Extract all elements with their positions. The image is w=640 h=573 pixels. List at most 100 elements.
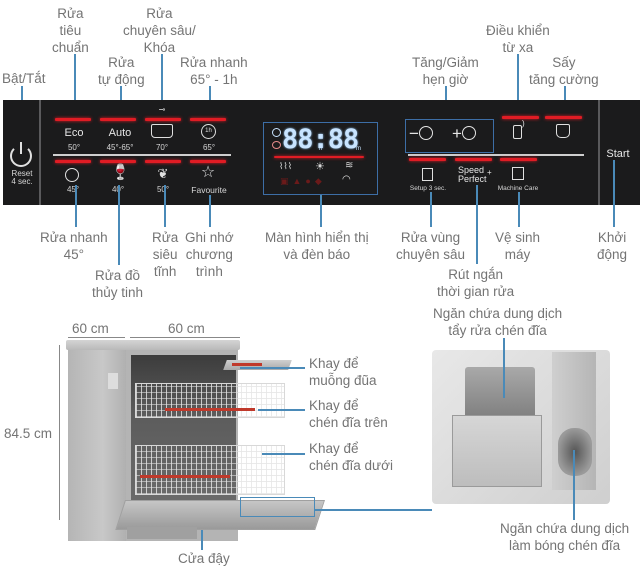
upper-rack-callout-line xyxy=(258,409,305,411)
detergent-compartment-marker xyxy=(240,497,315,517)
setup-label: Rửa vùng chuyên sâu xyxy=(396,230,466,262)
speed-perfect-plus: + xyxy=(487,168,492,177)
setup-callout-line xyxy=(430,192,432,227)
timer-minus-button[interactable]: − xyxy=(409,124,433,144)
wifi-icon: ◠ xyxy=(342,174,351,185)
favourite-callout-line xyxy=(209,195,211,227)
extra-dry-label: Sấy tăng cường xyxy=(529,55,599,87)
program-auto-button[interactable]: Auto xyxy=(108,127,132,139)
lcd-progress-bar xyxy=(274,156,364,158)
glass-callout-line xyxy=(118,185,120,265)
display-label: Màn hình hiển thị và đèn báo xyxy=(265,230,369,262)
key-lock-icon: ⊸ xyxy=(158,105,166,114)
dishwasher-base xyxy=(127,527,197,539)
led-1h xyxy=(190,118,226,121)
machine-care-label: Vệ sinh máy xyxy=(495,230,541,262)
power-icon-stem xyxy=(20,142,22,154)
upper-rack-label: Khay để chén đĩa trên xyxy=(309,398,388,430)
led-speed-perfect xyxy=(455,158,492,161)
silence-icon[interactable]: ❦ xyxy=(157,166,169,181)
panel-divider-left xyxy=(39,100,41,205)
lcd-m-unit: m xyxy=(356,146,361,152)
side-label-sticker xyxy=(108,373,118,389)
star-icon[interactable]: ☆ xyxy=(200,164,216,181)
lower-rack-callout-line xyxy=(262,453,305,455)
intensive-pot-icon[interactable] xyxy=(151,124,173,138)
height-arrow xyxy=(59,345,60,520)
height-dimension: 84.5 cm xyxy=(4,426,53,441)
auto-label: Rửa tự động xyxy=(98,55,145,87)
upper-rack-red-strip xyxy=(165,408,255,411)
clock-icon xyxy=(418,126,433,140)
cutlery-tray-label: Khay để muỗng đũa xyxy=(309,356,377,388)
glass-label: Rửa đồ thủy tinh xyxy=(92,268,144,300)
dishwasher-top xyxy=(66,340,240,350)
speed-perfect-button[interactable]: Speed Perfect xyxy=(458,165,487,184)
stopwatch-1h-icon[interactable]: 1h xyxy=(201,124,216,139)
led-auto xyxy=(100,118,136,121)
led-favourite xyxy=(190,160,226,163)
quick45-callout-line xyxy=(75,185,77,227)
panel-white-divider-left xyxy=(53,154,231,156)
machine-care-icon[interactable] xyxy=(512,167,524,180)
width-dimension: 60 cm xyxy=(168,321,205,336)
silence-label: Rửa siêu tĩnh xyxy=(152,230,179,279)
depth-arrow xyxy=(68,337,125,338)
status-icons-red: ▣▲●◆ xyxy=(280,176,326,186)
silence-callout-line xyxy=(164,185,166,227)
depth-dimension: 60 cm xyxy=(72,321,109,336)
setup-text: Setup 3 sec. xyxy=(409,185,447,192)
lcd-digits: 88:88 xyxy=(282,124,359,155)
door-label: Cửa đậy xyxy=(178,551,230,566)
timer-plus-button[interactable]: + xyxy=(452,124,476,144)
quick-wash-icon[interactable] xyxy=(65,168,79,182)
program-eco-button[interactable]: Eco xyxy=(64,127,84,139)
timer-button-group xyxy=(405,119,494,153)
machine-care-callout-line xyxy=(518,192,520,227)
panel-white-divider-right xyxy=(408,154,584,156)
start-label: Khởi động xyxy=(597,230,628,262)
program-glass-temp: 40° xyxy=(105,185,131,194)
quick-1h-label: Rửa nhanh 65° - 1h xyxy=(180,55,248,87)
led-silence xyxy=(145,160,181,163)
led-extra-dry xyxy=(545,116,582,119)
detergent-cup xyxy=(465,367,535,422)
clock-icon xyxy=(461,126,476,140)
rinse-aid-icon xyxy=(272,141,281,149)
led-glass xyxy=(100,160,136,163)
program-intensive-temp: 70° xyxy=(155,143,169,152)
led-remote xyxy=(502,116,539,119)
led-quick45 xyxy=(55,160,91,163)
intensive-callout-line xyxy=(161,54,163,126)
compartment-callout-line xyxy=(315,509,432,511)
rinse-aid-label: Ngăn chứa dung dịch làm bóng chén đĩa xyxy=(500,521,630,553)
lcd-h-unit: h xyxy=(319,146,323,152)
upper-rack xyxy=(135,383,285,418)
rinse-aid-callout-line xyxy=(573,450,575,520)
led-intensive xyxy=(145,118,181,121)
remote-callout-line xyxy=(517,54,519,122)
remote-phone-icon[interactable] xyxy=(513,125,522,139)
start-button[interactable]: Start xyxy=(606,148,630,160)
program-auto-temp: 45°-65° xyxy=(106,143,134,152)
extra-dry-icon[interactable] xyxy=(556,124,570,138)
program-eco-temp: 50° xyxy=(67,143,81,152)
detergent-top-label: Ngăn chứa dung dịch tẩy rửa chén đĩa xyxy=(433,306,563,338)
power-button[interactable] xyxy=(10,145,32,167)
speed-perfect-label: Rút ngắn thời gian rửa xyxy=(437,267,515,299)
favourite-label: Ghi nhớ chương trình xyxy=(185,230,234,279)
quick45-label: Rửa nhanh 45° xyxy=(40,230,108,262)
salt-indicator-icon: ⌇⌇⌇ xyxy=(279,161,293,171)
steam-dry-icon: ≋ xyxy=(345,160,354,171)
cutlery-callout-line xyxy=(240,367,305,369)
timer-label: Tăng/Giảm hẹn giờ xyxy=(412,55,479,87)
favourite-button[interactable]: Favourite xyxy=(191,185,227,195)
lcd-display xyxy=(263,122,378,195)
door-callout-line xyxy=(201,530,203,550)
setup-icon[interactable] xyxy=(422,168,433,181)
detergent-lid xyxy=(452,415,542,487)
program-silence-temp: 50° xyxy=(156,185,170,194)
start-callout-line xyxy=(613,160,615,227)
glass-icon[interactable]: 🍷 xyxy=(111,164,130,181)
eco-label: Rửa tiêu chuẩn xyxy=(52,6,89,55)
